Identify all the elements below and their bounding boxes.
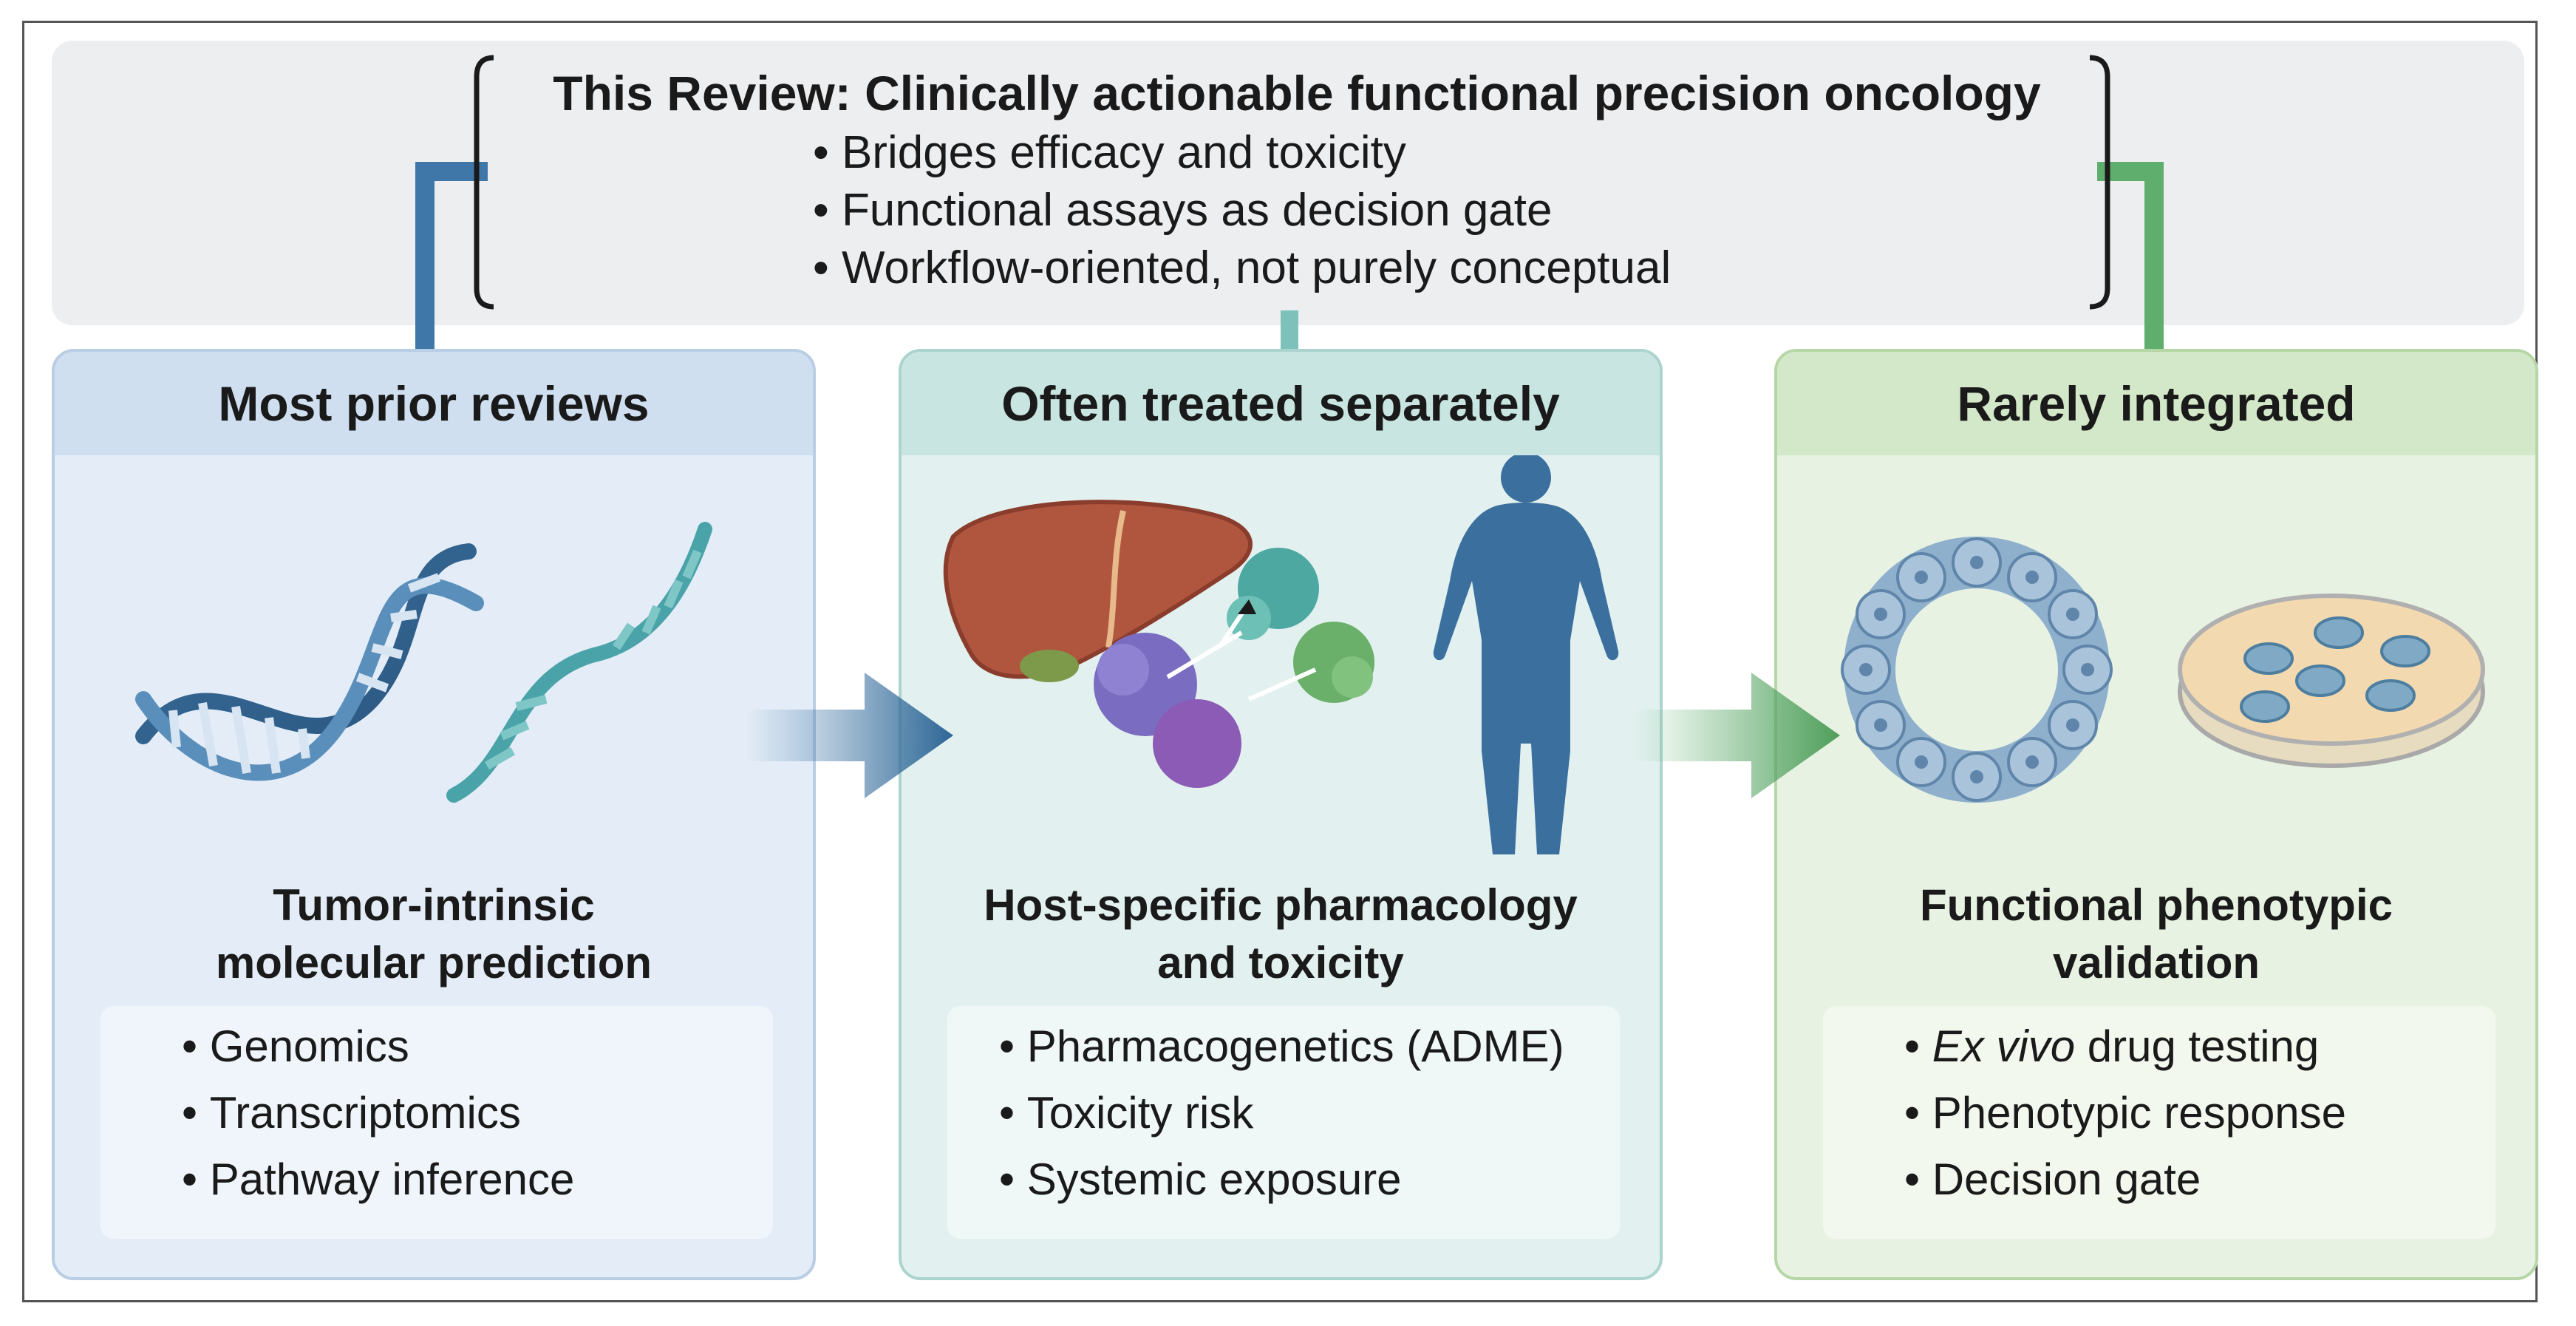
- list-item-text: drug testing: [2075, 1021, 2320, 1071]
- list-item-emphasis: Ex vivo: [1932, 1021, 2076, 1071]
- subtitle-line: Functional phenotypic: [1920, 880, 2393, 930]
- blue-connector: [415, 162, 488, 349]
- organoid-ring-icon: [1841, 537, 2113, 803]
- review-title: This Review: Clinically actionable funct…: [553, 66, 2041, 120]
- teal-connector: [1281, 310, 1298, 351]
- subtitle-line: Host-specific pharmacology: [984, 880, 1578, 930]
- left-bracket: [474, 55, 494, 310]
- green-connector: [2097, 162, 2164, 349]
- list-item: Systemic exposure: [999, 1146, 1620, 1213]
- panel-treated-separately: Often treated separately Host-specific p…: [899, 349, 1663, 1280]
- human-body-icon: [1433, 455, 1619, 854]
- right-bracket: [2089, 55, 2110, 310]
- list-item: Pathway inference: [182, 1146, 773, 1213]
- subtitle-line: Tumor-intrinsic: [273, 880, 595, 930]
- review-bullet: Functional assays as decision gate: [813, 182, 1671, 239]
- list-item: Pharmacogenetics (ADME): [999, 1013, 1620, 1080]
- panel-heading: Rarely integrated: [1777, 352, 2535, 455]
- liver-icon: [943, 500, 1253, 682]
- panel-prior-reviews: Most prior reviews: [52, 349, 816, 1280]
- review-bullet: Bridges efficacy and toxicity: [813, 124, 1671, 182]
- panel-heading: Often treated separately: [902, 352, 1660, 455]
- protein-complex-icon: [1094, 548, 1374, 788]
- dna-helix-icon: [135, 522, 712, 803]
- panel-subtitle: Host-specific pharmacology and toxicity: [902, 877, 1660, 992]
- panel-illustrations: [1841, 537, 2485, 803]
- list-item: Ex vivo drug testing: [1904, 1013, 2495, 1080]
- panel-rarely-integrated: Rarely integrated: [1774, 349, 2538, 1280]
- subtitle-line: and toxicity: [1157, 938, 1404, 987]
- arrow-right-icon: [1633, 673, 1840, 798]
- subtitle-line: validation: [2052, 938, 2260, 987]
- panel-subtitle: Tumor-intrinsic molecular prediction: [55, 877, 813, 992]
- subtitle-line: molecular prediction: [215, 938, 652, 987]
- arrow-right-icon: [746, 673, 953, 798]
- rna-strand: [446, 522, 712, 803]
- double-helix: [135, 543, 484, 781]
- list-item: Decision gate: [1904, 1146, 2495, 1213]
- panel-subtitle: Functional phenotypic validation: [1777, 877, 2535, 992]
- list-item: Genomics: [182, 1013, 773, 1080]
- panel-illustrations: [943, 455, 1619, 854]
- review-bullet: Workflow-oriented, not purely conceptual: [813, 239, 1671, 297]
- list-item: Phenotypic response: [1904, 1080, 2495, 1146]
- panel-bullet-box: Ex vivo drug testing Phenotypic response…: [1823, 1006, 2495, 1239]
- list-item: Toxicity risk: [999, 1080, 1620, 1146]
- panel-bullet-box: Genomics Transcriptomics Pathway inferen…: [100, 1006, 773, 1239]
- petri-dish-icon: [2178, 594, 2485, 768]
- panel-bullet-box: Pharmacogenetics (ADME) Toxicity risk Sy…: [947, 1006, 1620, 1239]
- panel-heading: Most prior reviews: [55, 352, 813, 455]
- review-bullets: Bridges efficacy and toxicity Functional…: [813, 124, 1671, 297]
- list-item: Transcriptomics: [182, 1080, 773, 1146]
